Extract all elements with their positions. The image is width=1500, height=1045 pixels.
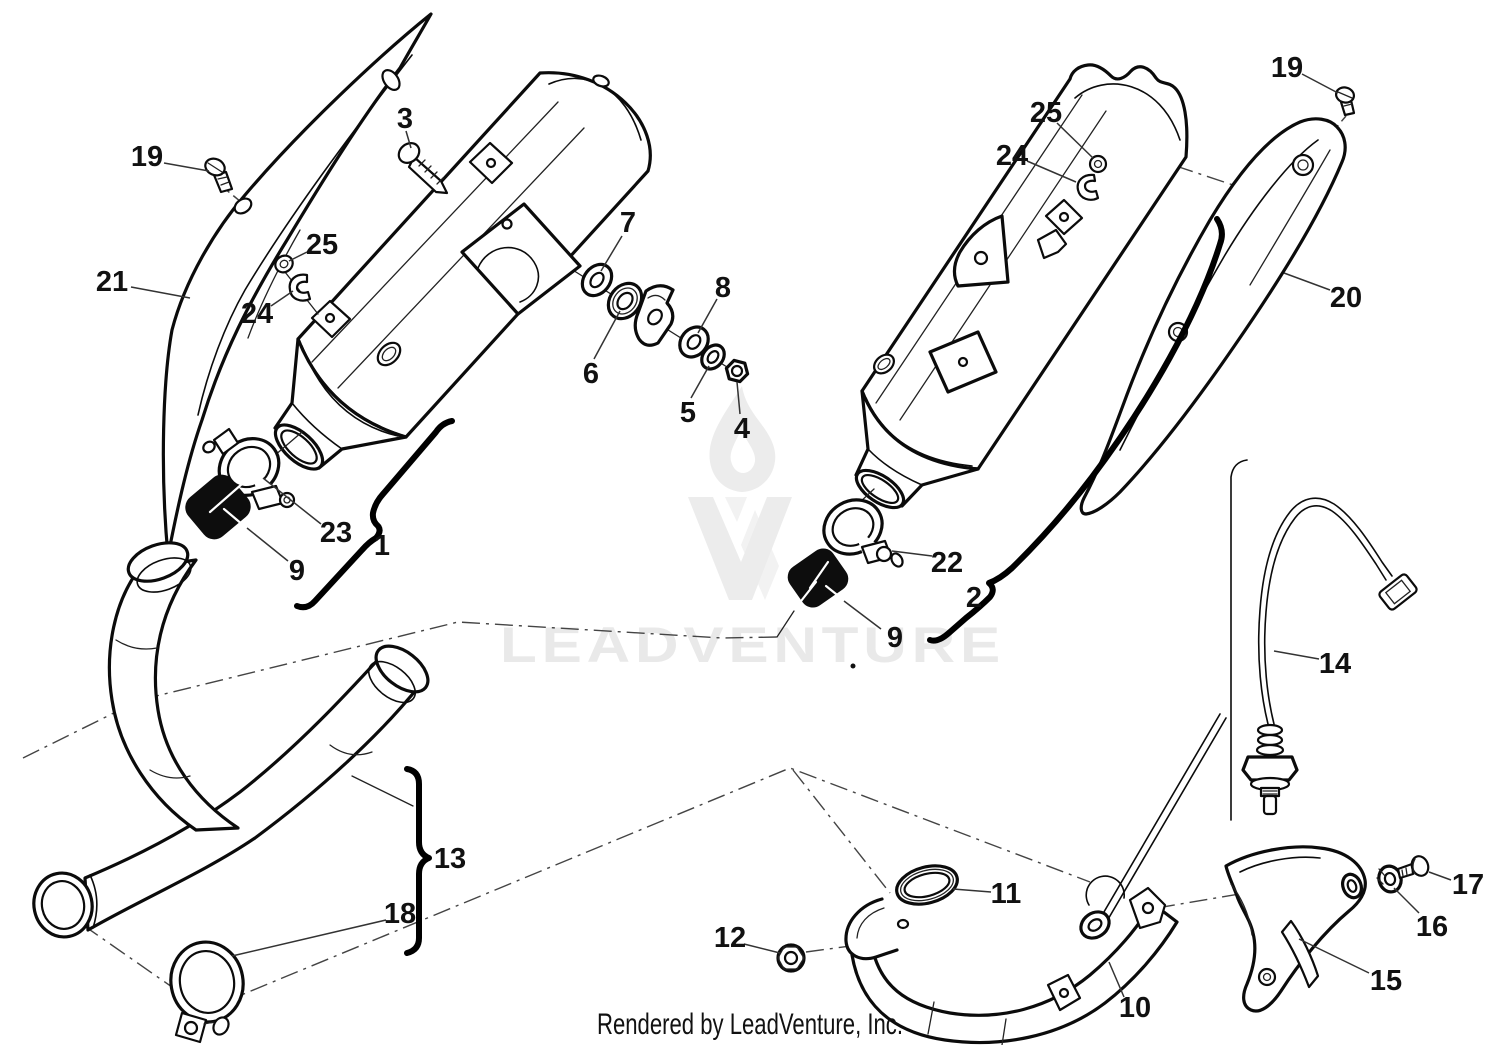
leader-line-16	[1393, 887, 1420, 914]
screw-19-left	[204, 157, 234, 194]
assembly-brace-13	[351, 766, 432, 956]
clip-nut-24-left	[288, 273, 312, 302]
clip-nut-24-right	[1076, 173, 1100, 201]
callout-20-18[interactable]: 20	[1330, 282, 1362, 314]
leader-line-23	[262, 477, 322, 525]
callout-25-15[interactable]: 25	[1030, 97, 1062, 129]
projection-line	[22, 621, 778, 759]
leader-line-8	[697, 298, 718, 334]
callout-19-0[interactable]: 19	[131, 141, 163, 173]
callout-6-6[interactable]: 6	[583, 358, 599, 390]
screw-19-right	[1334, 86, 1356, 117]
screw-hole-19-left	[233, 197, 253, 215]
callout-15-26[interactable]: 15	[1370, 965, 1402, 997]
rubber-grommet-9-right	[776, 548, 856, 669]
header-y-pipe	[32, 541, 430, 939]
leader-line-22	[891, 550, 933, 557]
lock-washer-16	[1376, 864, 1403, 894]
leader-line-20	[1283, 272, 1331, 291]
front-pipe-10	[844, 875, 1179, 1045]
oxygen-sensor-14	[1100, 459, 1418, 922]
leader-line-24	[270, 290, 294, 307]
callout-9-12[interactable]: 9	[289, 555, 305, 587]
mount-washer-chain	[580, 262, 750, 384]
callout-14-22[interactable]: 14	[1319, 648, 1351, 680]
callout-17-28[interactable]: 17	[1452, 869, 1484, 901]
washer-25-right	[1088, 154, 1108, 174]
leader-line-15	[1298, 938, 1370, 974]
leader-line-5	[690, 365, 710, 399]
bracket-line	[1230, 459, 1248, 821]
screw-hole-19-right	[1291, 153, 1315, 177]
leader-line-25	[288, 251, 308, 262]
leader-line-25	[1056, 122, 1094, 159]
callout-21-2[interactable]: 21	[96, 266, 128, 298]
muffler-left	[273, 71, 728, 471]
footer-credit: Rendered by LeadVenture, Inc.	[597, 1008, 903, 1041]
callout-8-7[interactable]: 8	[715, 272, 731, 304]
leader-line-19	[1301, 73, 1339, 94]
heat-shield-right	[1079, 117, 1347, 516]
leader-line-3	[405, 130, 412, 149]
callout-7-5[interactable]: 7	[620, 207, 636, 239]
callout-5-8[interactable]: 5	[680, 397, 696, 429]
leader-line-12	[743, 943, 781, 954]
callout-18-14[interactable]: 18	[384, 898, 416, 930]
projection-line	[792, 769, 891, 894]
exhaust-clamp-18	[169, 940, 245, 1044]
flange-nut-12	[776, 943, 806, 973]
screw-17	[1396, 855, 1430, 880]
leader-line-14	[1273, 650, 1320, 660]
pipe-clamp-23	[202, 427, 303, 511]
leader-line-6	[593, 310, 621, 360]
rubber-grommet-9-left	[185, 474, 251, 540]
leader-line-7	[600, 235, 623, 272]
assembly-brace-2	[927, 216, 1225, 644]
leader-line-4	[736, 381, 741, 415]
projection-line	[1112, 144, 1237, 187]
projection-line	[1156, 883, 1299, 909]
leader-line-24	[1026, 160, 1077, 183]
callout-10-25[interactable]: 10	[1119, 992, 1151, 1024]
heat-shield-15	[1224, 845, 1367, 1013]
callout-16-27[interactable]: 16	[1416, 911, 1448, 943]
leader-line-19	[163, 162, 210, 172]
callout-3-1[interactable]: 3	[397, 103, 413, 135]
callout-4-9[interactable]: 4	[734, 413, 750, 445]
leader-line-17	[1428, 871, 1452, 881]
bolt-3	[397, 142, 449, 195]
callout-13-13[interactable]: 13	[434, 843, 466, 875]
callout-23-10[interactable]: 23	[320, 517, 352, 549]
leader-line-10	[1108, 961, 1125, 998]
inlet-flange-cup	[844, 897, 899, 961]
leader-line-18	[231, 919, 387, 957]
leader-line-21	[130, 286, 191, 299]
callout-19-17[interactable]: 19	[1271, 52, 1303, 84]
washer-25-left	[274, 254, 319, 315]
callout-24-16[interactable]: 24	[996, 140, 1028, 172]
leader-line-9	[246, 527, 289, 562]
callout-12-24[interactable]: 12	[714, 922, 746, 954]
callout-11-23[interactable]: 11	[991, 878, 1022, 910]
leader-line-9	[843, 600, 882, 630]
exhaust-gasket-11	[895, 864, 959, 906]
leadventure-logo-watermark: LEADVENTURE	[500, 386, 1005, 673]
leader-line-11	[952, 888, 992, 893]
assembly-brace-1	[294, 418, 455, 611]
callout-24-4[interactable]: 24	[241, 298, 273, 330]
projection-line	[82, 767, 1091, 1011]
callout-9-21[interactable]: 9	[887, 622, 903, 654]
pipe-clamp-22	[822, 488, 904, 568]
sensor-stay-lines	[1100, 713, 1227, 922]
callout-2-20[interactable]: 2	[966, 582, 982, 614]
callout-1-11[interactable]: 1	[374, 530, 390, 562]
watermark-text: LEADVENTURE	[500, 617, 1005, 673]
callout-22-19[interactable]: 22	[931, 547, 963, 579]
heat-shield-left	[161, 12, 433, 558]
callout-25-3[interactable]: 25	[306, 229, 338, 261]
